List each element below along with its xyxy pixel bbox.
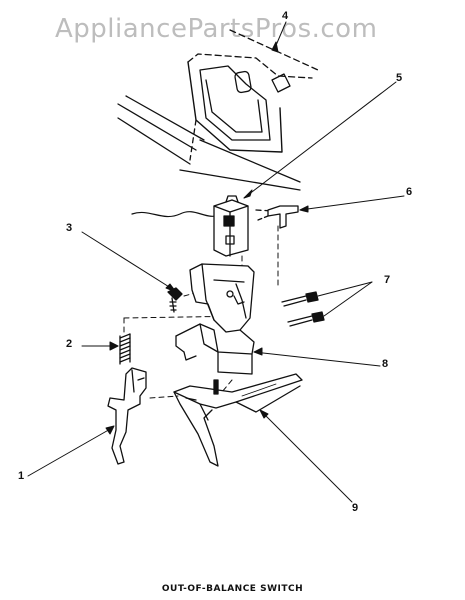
part-6-bracket — [258, 206, 298, 228]
callout-9: 9 — [352, 502, 359, 514]
cabinet-structure — [118, 96, 300, 217]
callout-7: 7 — [384, 274, 391, 286]
part-2-spring — [120, 334, 130, 364]
watermark: AppliancePartsPros.com — [55, 14, 378, 44]
part-9-lever — [174, 374, 302, 466]
callout-6: 6 — [406, 186, 413, 198]
part-4-panel — [188, 30, 318, 160]
part-1-arm — [108, 368, 146, 464]
part-5-switch — [214, 196, 248, 256]
callout-5: 5 — [396, 72, 403, 84]
leader-lines — [28, 22, 404, 502]
callout-4: 4 — [282, 10, 289, 22]
part-8-bracket — [176, 264, 254, 374]
assembly-lines — [124, 226, 278, 398]
callout-3: 3 — [66, 222, 73, 234]
part-3-screw — [168, 288, 182, 312]
diagram-caption: OUT-OF-BALANCE SWITCH — [161, 584, 304, 594]
callout-8: 8 — [382, 358, 389, 370]
part-7-screws — [282, 292, 324, 326]
callout-2: 2 — [66, 338, 73, 350]
callout-1: 1 — [18, 470, 25, 482]
